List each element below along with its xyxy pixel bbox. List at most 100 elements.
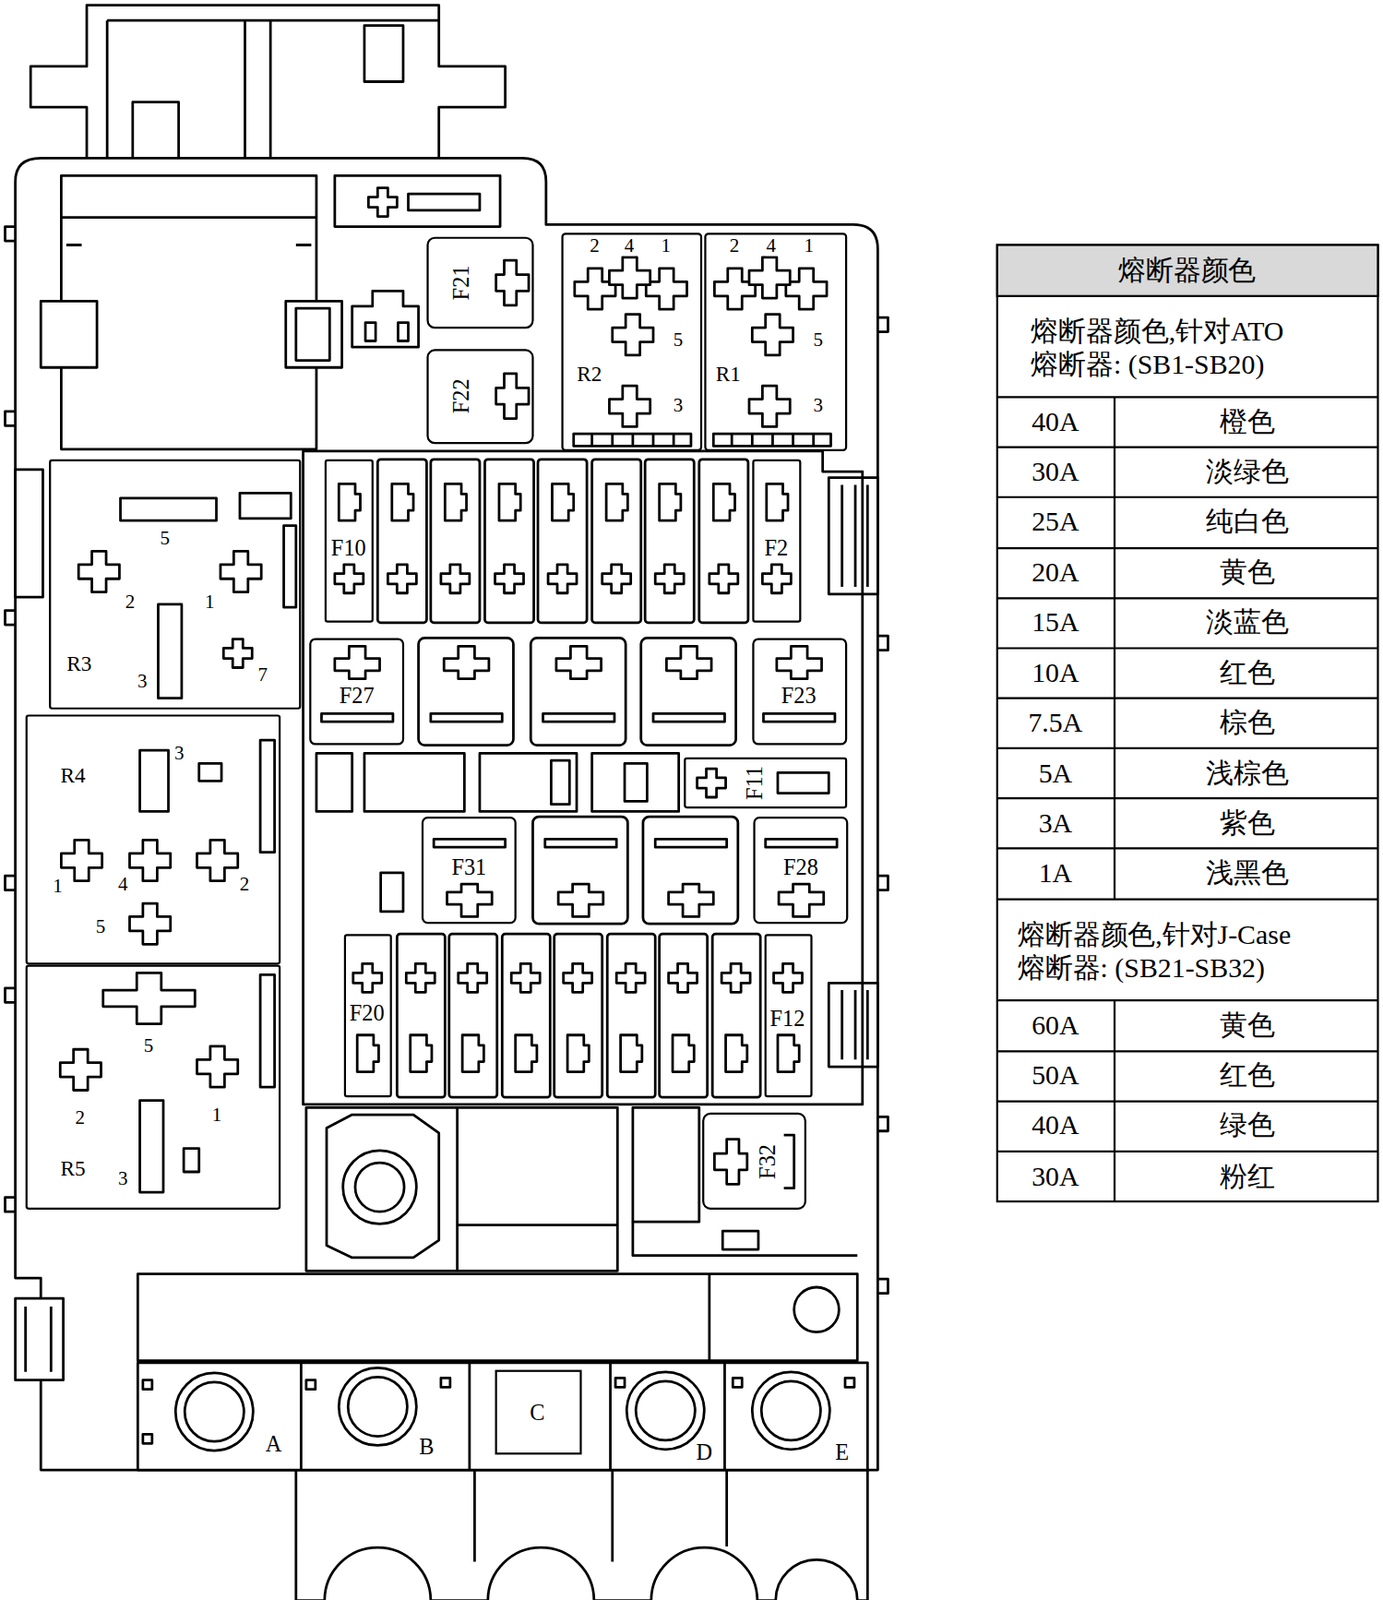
- fuse-slots: [620, 1035, 643, 1073]
- fuse-color-name: 黄色: [1219, 1010, 1276, 1041]
- relay-label: R1: [715, 362, 742, 387]
- fuse-rating: 50A: [1031, 1061, 1079, 1092]
- fuse-slots: [551, 483, 573, 521]
- pin-number: 1: [51, 875, 64, 897]
- fuse-slots: [496, 260, 529, 306]
- pin-number: 3: [811, 394, 824, 417]
- fuse-slots: [410, 1035, 432, 1073]
- relay-pins: [223, 639, 252, 668]
- terminal-letter: B: [418, 1434, 434, 1460]
- pin-number: 5: [95, 915, 108, 937]
- maxi-fuse-slot: F23: [751, 637, 847, 745]
- relay-pins: [103, 972, 196, 1024]
- terminal-area: [347, 1376, 407, 1436]
- fuse-slots: [659, 483, 681, 521]
- terminal-area: [732, 1377, 742, 1387]
- fuse-rating: 1A: [1038, 858, 1074, 890]
- housing-outline: [5, 411, 16, 426]
- fuse-slots: [784, 1134, 795, 1189]
- pin-number: 1: [802, 235, 815, 257]
- housing-outline: [15, 157, 879, 1470]
- terminal-area: [137, 1107, 868, 1470]
- terminal-area: [137, 1362, 868, 1470]
- pin-number: 5: [143, 1035, 155, 1057]
- housing-outline: [877, 317, 888, 332]
- housing-outline: [303, 451, 863, 1105]
- fuse-slots: [765, 838, 837, 847]
- fuse-slots: [653, 713, 725, 722]
- terminal-letter: A: [265, 1431, 283, 1457]
- housing-outline: [828, 477, 878, 595]
- fuse-slots: [762, 564, 791, 594]
- fuse-rating: 30A: [1031, 1161, 1079, 1193]
- fuse-slots: [501, 933, 550, 1097]
- fuse-slots: [641, 637, 737, 745]
- housing-outline: [30, 5, 505, 159]
- table-section-note: 熔断器颜色,针对J-Case 熔断器: (SB21-SB32): [1017, 918, 1329, 986]
- housing-outline: [60, 175, 317, 449]
- terminal-area: [175, 1372, 253, 1451]
- fuse-slots: [558, 883, 604, 917]
- fuse-slots: [556, 645, 602, 679]
- fuse-slots: [387, 564, 417, 594]
- fuse-color-name: 浅棕色: [1205, 758, 1289, 789]
- housing-outline: [408, 193, 480, 211]
- fuse-slots: [462, 1035, 484, 1073]
- fuse-rating: 5A: [1038, 758, 1074, 789]
- pin-number: 2: [588, 235, 601, 257]
- fuse-slots: [458, 963, 488, 992]
- terminal-letter: D: [696, 1440, 714, 1466]
- fuse-slots: [430, 459, 480, 623]
- relay-pins: [199, 763, 222, 781]
- fuse-slots: [655, 838, 727, 847]
- fuse-color-name: 淡蓝色: [1205, 608, 1289, 639]
- housing-outline: [397, 322, 408, 342]
- fuse-slots: [624, 763, 647, 801]
- pin-number: 1: [659, 235, 672, 257]
- fuse-rating: 60A: [1031, 1010, 1079, 1041]
- fuse-slots: [357, 1035, 379, 1073]
- terminal-area: [615, 1377, 625, 1387]
- maxi-fuse-slot: F28: [752, 816, 848, 924]
- pin-number: 3: [173, 741, 186, 764]
- relay-label: R2: [575, 362, 603, 387]
- relay-pins: [129, 903, 170, 944]
- relay-pins: [608, 257, 650, 299]
- fuse-slots: [430, 713, 502, 722]
- fuse-label: F2: [763, 535, 789, 561]
- relay-pins: [592, 433, 675, 446]
- fuse-color-name: 粉红: [1219, 1161, 1276, 1193]
- housing-outline: [5, 875, 16, 890]
- fuse-label: F28: [782, 854, 820, 880]
- terminal-area: [355, 1162, 405, 1212]
- housing-outline: [15, 1298, 64, 1381]
- housing-outline: [352, 290, 419, 347]
- fuse-slots: [499, 483, 521, 521]
- relay-pins: [260, 974, 275, 1087]
- fuse-slots: [659, 933, 708, 1097]
- fuse-slots: [712, 933, 761, 1097]
- housing-outline: [5, 5, 889, 1600]
- pin-number: 1: [203, 591, 216, 613]
- fuse-slots: [545, 838, 617, 847]
- terminal-area: [343, 1150, 418, 1225]
- relay-pins: [140, 750, 169, 811]
- fuse-slots: [713, 483, 735, 521]
- fuse-slots: [364, 752, 465, 811]
- fuse-label: F21: [448, 263, 474, 301]
- fuse-label: F32: [754, 1142, 780, 1180]
- housing-outline: [5, 1197, 16, 1212]
- housing-outline: [15, 469, 44, 597]
- terminal-area: [306, 1380, 316, 1390]
- fuse-color-name: 淡绿色: [1205, 456, 1289, 488]
- terminal-area: [143, 1433, 153, 1443]
- fuse-slots: [496, 373, 529, 419]
- pin-number: 2: [124, 591, 137, 613]
- fuse-slots: [592, 459, 642, 623]
- fuse-socket: F21: [426, 237, 534, 330]
- fuse-label: F12: [768, 1005, 806, 1031]
- terminal-area: [632, 1107, 700, 1222]
- fuse-slots: [699, 459, 749, 623]
- terminal-area: [794, 1287, 840, 1333]
